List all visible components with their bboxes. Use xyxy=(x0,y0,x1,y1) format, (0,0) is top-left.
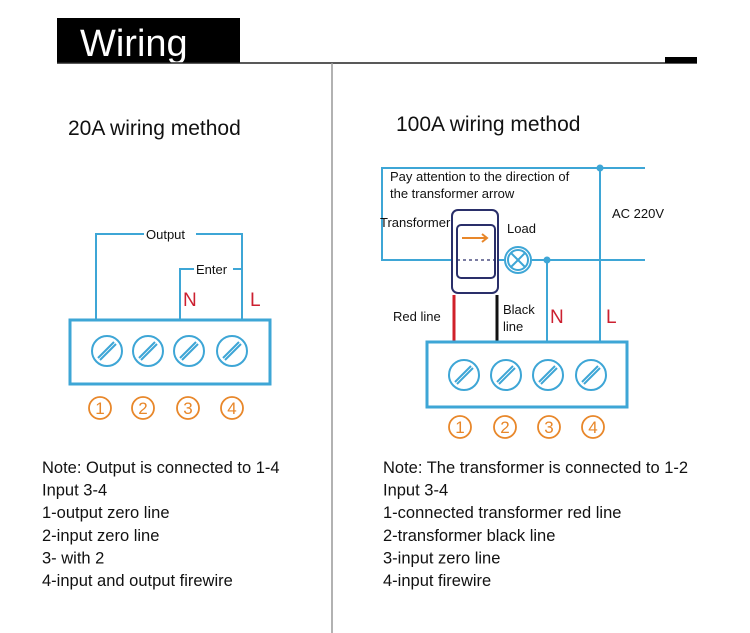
right-title: 100A wiring method xyxy=(396,113,580,136)
terminal-number: 3 xyxy=(183,399,192,418)
left-terminal-block xyxy=(68,318,272,386)
terminal-number: 4 xyxy=(588,418,597,437)
output-label: Output xyxy=(146,227,185,242)
terminal-number-circle xyxy=(493,415,517,439)
terminal-number: 2 xyxy=(138,399,147,418)
note-line: Note: The transformer is connected to 1-… xyxy=(383,459,688,477)
note-line: 3-input zero line xyxy=(383,549,500,567)
terminal-number: 3 xyxy=(544,418,553,437)
note-line: 4-input and output firewire xyxy=(42,572,233,590)
left-title: 20A wiring method xyxy=(68,117,241,140)
right-terminal-block xyxy=(425,340,629,409)
terminal-block-frame xyxy=(425,340,629,409)
arrow-right-icon xyxy=(462,233,489,243)
attention-line-1: Pay attention to the direction of xyxy=(390,169,570,184)
screw-icon xyxy=(490,359,522,391)
header-accent xyxy=(665,57,697,63)
screw-icon xyxy=(91,335,123,367)
terminal-number: 1 xyxy=(455,418,464,437)
terminal-number-circle xyxy=(176,396,200,420)
terminal-number-circle xyxy=(448,415,472,439)
left-l-label: L xyxy=(250,290,261,311)
screw-icon xyxy=(448,359,480,391)
note-line: Input 3-4 xyxy=(383,482,448,500)
ac-label: AC 220V xyxy=(612,206,664,221)
header-bar xyxy=(57,18,240,63)
right-n-label: N xyxy=(550,307,564,328)
note-line: 4-input firewire xyxy=(383,572,491,590)
screw-icon xyxy=(173,335,205,367)
screw-icon xyxy=(532,359,564,391)
note-line: 3- with 2 xyxy=(42,549,104,567)
junction-dot xyxy=(596,164,604,172)
black-line-label-2: line xyxy=(503,319,523,334)
terminal-number-circle xyxy=(537,415,561,439)
enter-label: Enter xyxy=(196,262,228,277)
terminal-number: 2 xyxy=(500,418,509,437)
terminal-number: 1 xyxy=(95,399,104,418)
note-line: 2-transformer black line xyxy=(383,527,555,545)
terminal-number: 4 xyxy=(227,399,236,418)
transformer-icon xyxy=(451,209,499,294)
header-title: Wiring xyxy=(80,23,188,65)
note-line: 1-output zero line xyxy=(42,504,170,522)
terminal-number-circle xyxy=(131,396,155,420)
left-n-label: N xyxy=(183,290,197,311)
terminal-block-frame xyxy=(68,318,272,386)
load-label: Load xyxy=(507,221,536,236)
note-line: 1-connected transformer red line xyxy=(383,504,621,522)
red-line-label: Red line xyxy=(393,309,441,324)
terminal-number-circle xyxy=(581,415,605,439)
note-line: Input 3-4 xyxy=(42,482,107,500)
terminal-number-circle xyxy=(220,396,244,420)
screw-icon xyxy=(132,335,164,367)
junction-dot xyxy=(543,256,551,264)
terminal-number-circle xyxy=(88,396,112,420)
black-line-label-1: Black xyxy=(503,302,535,317)
screw-icon xyxy=(216,335,248,367)
load-lamp-icon xyxy=(504,246,532,274)
transformer-label: Transformer xyxy=(380,215,451,230)
screw-icon xyxy=(575,359,607,391)
left-wires xyxy=(95,233,243,320)
right-l-label: L xyxy=(606,307,617,328)
note-line: Note: Output is connected to 1-4 xyxy=(42,459,280,477)
note-line: 2-input zero line xyxy=(42,527,159,545)
attention-line-2: the transformer arrow xyxy=(390,186,515,201)
